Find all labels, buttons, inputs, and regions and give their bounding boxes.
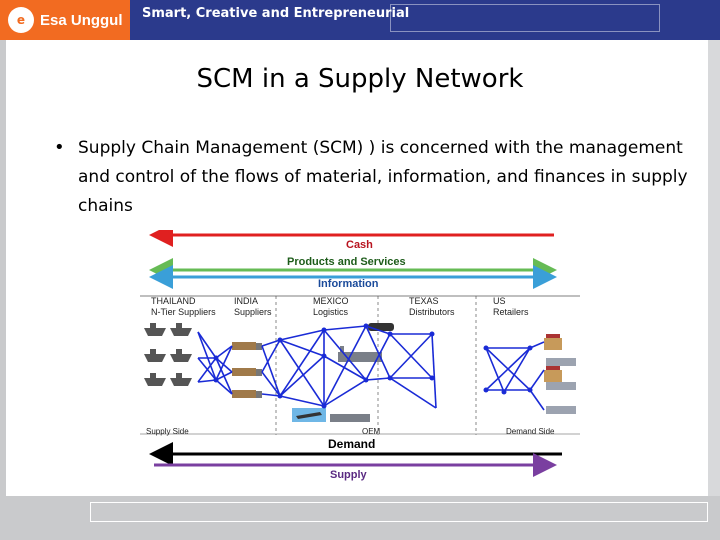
bullet-text: Supply Chain Management (SCM) ) is conce… — [78, 138, 688, 216]
region-thailand: THAILAND N-Tier Suppliers — [151, 296, 216, 318]
logo-mark-icon: e — [8, 7, 34, 33]
header-decor-frame — [390, 4, 660, 32]
region-name: US — [493, 296, 506, 306]
region-role: Logistics — [313, 307, 349, 317]
supply-label: Supply — [330, 469, 367, 481]
bullet-marker: • — [54, 137, 65, 158]
supply-side-label: Supply Side — [146, 427, 189, 436]
cash-label: Cash — [346, 239, 373, 251]
footer-band — [0, 496, 720, 540]
region-texas: TEXAS Distributors — [409, 296, 455, 318]
truck-icon — [546, 358, 576, 414]
region-us: US Retailers — [493, 296, 529, 318]
network-graphic — [140, 230, 580, 477]
demand-side-label: Demand Side — [506, 427, 555, 436]
footer-decor-frame — [90, 502, 708, 522]
slide-title: SCM in a Supply Network — [196, 64, 524, 94]
network-edges — [197, 325, 545, 411]
region-role: N-Tier Suppliers — [151, 307, 216, 317]
region-role: Retailers — [493, 307, 529, 317]
region-name: MEXICO — [313, 296, 349, 306]
truck-icon — [232, 342, 262, 398]
right-decor-band — [708, 40, 720, 540]
ship-icon — [144, 323, 192, 386]
supply-network-diagram: Cash Products and Services Information T… — [140, 230, 580, 485]
tagline: Smart, Creative and Entrepreneurial — [142, 6, 410, 21]
information-label: Information — [318, 278, 379, 290]
region-role: Suppliers — [234, 307, 272, 317]
logo-text: Esa Unggul — [40, 11, 123, 29]
factory-icon — [330, 414, 370, 422]
region-mexico: MEXICO Logistics — [313, 296, 349, 318]
network-nodes — [213, 323, 533, 409]
products-label: Products and Services — [287, 256, 406, 268]
region-name: THAILAND — [151, 296, 196, 306]
truck-icon — [368, 323, 394, 331]
store-icon — [544, 334, 562, 382]
university-logo[interactable]: e Esa Unggul — [0, 0, 130, 40]
left-decor-band — [0, 40, 6, 540]
demand-label: Demand — [328, 437, 376, 451]
airplane-icon — [292, 408, 326, 422]
region-role: Distributors — [409, 307, 455, 317]
region-name: INDIA — [234, 296, 259, 306]
oem-label: OEM — [362, 427, 381, 436]
factory-icon — [338, 346, 382, 362]
region-india: INDIA Suppliers — [234, 296, 272, 318]
region-name: TEXAS — [409, 296, 439, 306]
